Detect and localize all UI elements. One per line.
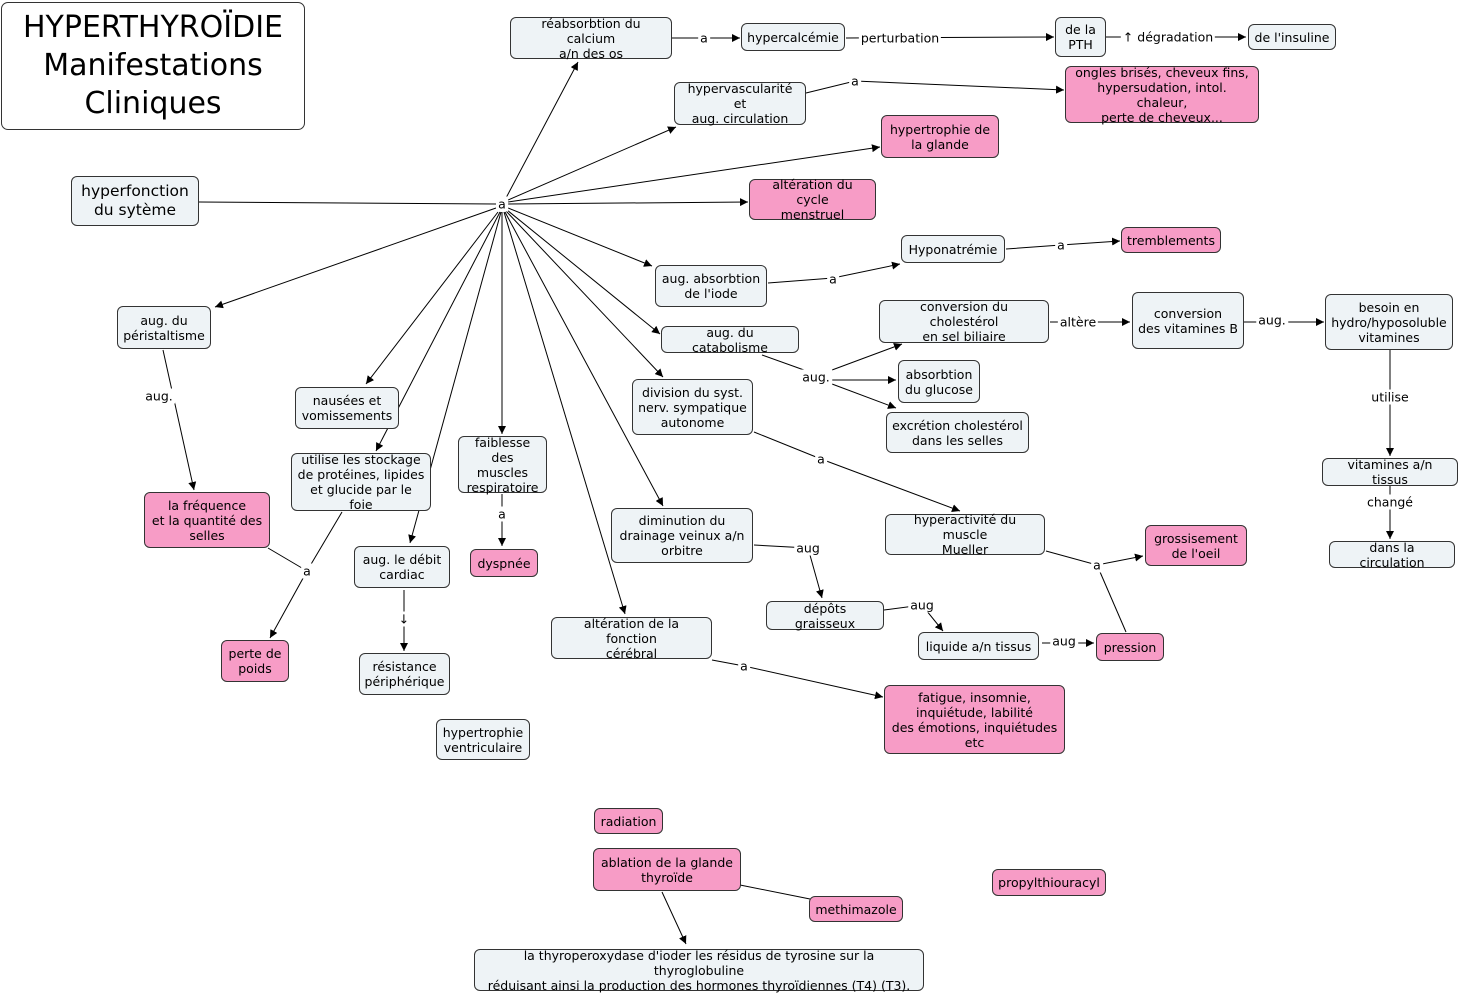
label-drainage-aug: aug — [794, 540, 822, 556]
label-hub-a: a — [496, 196, 508, 212]
node-frequence[interactable]: la fréquence et la quantité des selles — [144, 492, 270, 548]
node-depots[interactable]: dépôts graisseux — [766, 601, 884, 631]
label-vit-aug: aug. — [1256, 312, 1288, 328]
node-dyspnee[interactable]: dyspnée — [470, 549, 538, 577]
node-hypertrophie-ventriculaire[interactable]: hypertrophie ventriculaire — [436, 719, 530, 760]
label-division-a: a — [815, 451, 827, 467]
node-cerebral[interactable]: altération de la fonction cérébral — [551, 616, 712, 661]
node-nausees[interactable]: nausées et vomissements — [295, 387, 399, 429]
label-perturbation: perturbation — [858, 30, 942, 46]
node-resistance[interactable]: résistance périphérique — [359, 653, 450, 695]
node-stockage[interactable]: utilise les stockage de protéines, lipid… — [291, 452, 431, 512]
edge-hub-cerebral — [503, 211, 627, 615]
node-excretion[interactable]: excrétion cholestérol dans les selles — [886, 412, 1029, 453]
node-propylthiouracyl[interactable]: propylthiouracyl — [992, 869, 1106, 896]
node-conversion-cholesterol[interactable]: conversion du cholestérol en sel biliair… — [879, 299, 1049, 344]
node-tremblements[interactable]: tremblements — [1121, 227, 1221, 253]
edge-hub-division — [505, 210, 664, 378]
edge-aug-conversion — [831, 343, 903, 371]
edge-hub-drainage — [504, 211, 664, 507]
label-utilise: utilise — [1369, 389, 1411, 405]
node-radiation[interactable]: radiation — [594, 808, 663, 834]
node-pth[interactable]: de la PTH — [1055, 17, 1106, 57]
edge-hypervasc-ongles — [805, 80, 1065, 94]
node-drainage[interactable]: diminution du drainage veinux a/n orbitr… — [611, 508, 753, 563]
node-hypertrophie-glande[interactable]: hypertrophie de la glande — [881, 115, 999, 158]
label-faiblesse-a: a — [496, 506, 508, 522]
edge-hub-catabolisme — [506, 209, 661, 335]
node-thyroperoxydase[interactable]: la thyroperoxydase d'ioder les résidus d… — [474, 948, 924, 993]
node-besoin[interactable]: besoin en hydro/hyposoluble vitamines — [1325, 294, 1453, 350]
map-title: HYPERTHYROÏDIE Manifestations Cliniques — [1, 2, 305, 130]
label-iode-a: a — [827, 271, 839, 287]
edge-aug-excretion — [831, 383, 897, 409]
node-circulation[interactable]: dans la circulation — [1329, 540, 1455, 570]
edge-freq-perte — [267, 547, 308, 639]
node-ongles[interactable]: ongles brisés, cheveux fins, hypersudati… — [1065, 65, 1259, 125]
label-liquide-aug: aug — [1050, 633, 1078, 649]
label-perte-a: a — [301, 563, 313, 579]
label-cerebral-a: a — [738, 658, 750, 674]
node-cycle[interactable]: altération du cycle menstruel — [749, 177, 876, 222]
node-faiblesse[interactable]: faiblesse des muscles respiratoire — [458, 435, 547, 495]
edge-hub-iode — [507, 207, 653, 267]
node-mueller[interactable]: hyperactivité du muscle Mueller — [885, 512, 1045, 557]
edge-hub-peristaltisme — [214, 207, 497, 309]
node-peristaltisme[interactable]: aug. du péristaltisme — [117, 306, 211, 349]
edge-catab-aug — [761, 354, 805, 371]
edge-ablation-thyroperox — [661, 891, 687, 945]
node-pression[interactable]: pression — [1096, 633, 1164, 661]
node-iode[interactable]: aug. absorbtion de l'iode — [655, 265, 767, 307]
node-liquide[interactable]: liquide a/n tissus — [918, 632, 1039, 660]
label-peri-aug: aug. — [143, 388, 175, 404]
node-catabolisme[interactable]: aug. du catabolisme — [661, 325, 799, 355]
node-insuline[interactable]: de l'insuline — [1248, 24, 1336, 50]
node-fatigue[interactable]: fatigue, insomnie, inquiétude, labilité … — [884, 685, 1065, 754]
label-change: changé — [1364, 494, 1416, 510]
node-hypervasc[interactable]: hypervascularité et aug. circulation — [674, 81, 806, 126]
edge-peri-freq — [162, 349, 197, 491]
edge-hub-hypervasc — [507, 126, 677, 201]
node-reabsorption[interactable]: réabsorbtion du calcium a/n des os — [510, 16, 672, 61]
label-reab-a: a — [698, 30, 710, 46]
node-hypercalcemie[interactable]: hypercalcémie — [741, 23, 845, 51]
node-methimazole[interactable]: methimazole — [809, 896, 903, 922]
edge-ablation-methimazole — [739, 884, 811, 900]
label-altere: altère — [1057, 314, 1099, 330]
node-glucose[interactable]: absorbtion du glucose — [898, 360, 980, 403]
node-hyponatremie[interactable]: Hyponatrémie — [901, 235, 1005, 263]
node-perte-poids[interactable]: perte de poids — [221, 640, 289, 682]
label-oeil-a: a — [1091, 557, 1103, 573]
node-debit[interactable]: aug. le débit cardiac — [354, 546, 450, 588]
edge-hub-hypertrophie — [507, 144, 881, 203]
label-hypervasc-a: a — [849, 73, 861, 89]
edge-hyperfonction-hub — [198, 201, 497, 205]
label-catab-aug: aug. — [800, 369, 832, 385]
label-depots-aug: aug — [908, 597, 936, 613]
label-degradation: ↑ dégradation — [1120, 29, 1216, 45]
edge-pression-a — [1096, 564, 1127, 633]
label-debit-arrow: ↓ — [396, 611, 412, 627]
edge-stockage-a — [306, 511, 343, 572]
node-grossissement[interactable]: grossisement de l'oeil — [1145, 525, 1247, 566]
node-ablation[interactable]: ablation de la glande thyroïde — [593, 848, 741, 891]
node-conversion-vitamines[interactable]: conversion des vitamines B — [1132, 292, 1244, 349]
node-hyperfonction[interactable]: hyperfonction du sytème — [71, 176, 199, 226]
node-vitamines-tissus[interactable]: vitamines a/n tissus — [1322, 457, 1458, 487]
node-division[interactable]: division du syst. nerv. sympatique auton… — [632, 379, 753, 435]
label-hypo-a: a — [1055, 237, 1067, 253]
edge-hub-nausees — [365, 211, 499, 385]
edge-hub-cycle — [507, 198, 749, 207]
edge-hub-reabsorption — [505, 61, 579, 199]
